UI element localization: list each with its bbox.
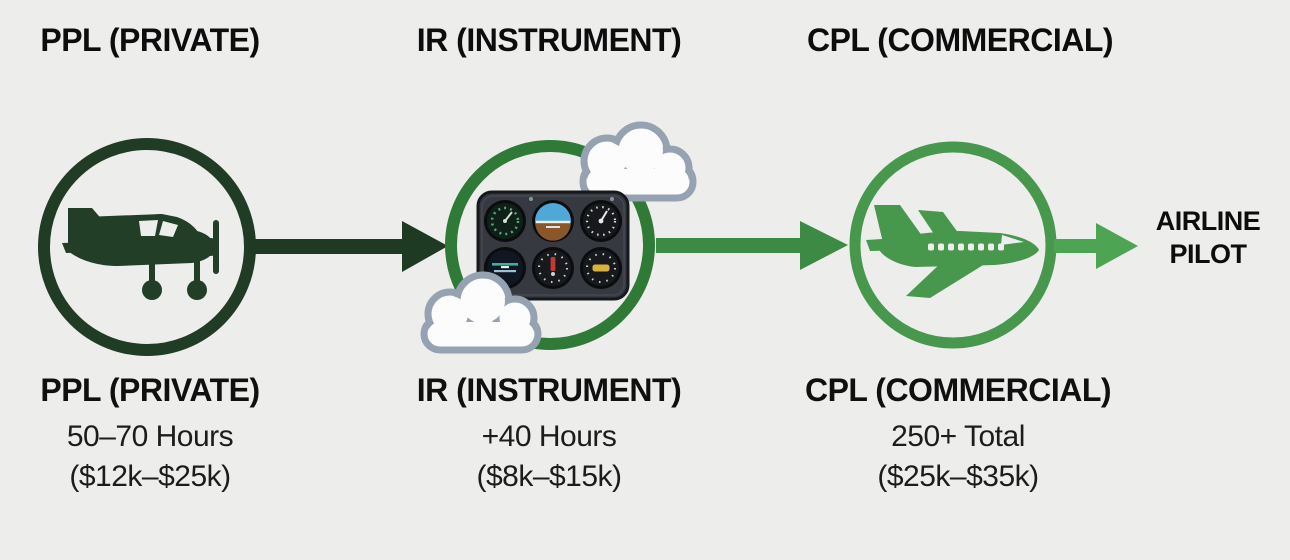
- airspeed-gauge-icon: [484, 200, 526, 242]
- ppl-stage-circle: [38, 138, 256, 356]
- ir-details: IR (INSTRUMENT) +40 Hours ($8k–$15k): [397, 372, 701, 494]
- airline-pilot-label: AIRLINE PILOT: [1136, 205, 1280, 271]
- jet-airplane-icon: [866, 205, 1039, 298]
- ir-hours: +40 Hours: [481, 420, 617, 453]
- turn-gauge-icon: [532, 247, 574, 289]
- ppl-details: PPL (PRIVATE) 50–70 Hours ($12k–$25k): [0, 372, 300, 494]
- cpl-hours: 250+ Total: [891, 420, 1025, 453]
- cpl-cost: ($25k–$35k): [877, 460, 1039, 493]
- cloud-bottom-icon: [420, 271, 542, 354]
- cpl-ring: [849, 141, 1057, 349]
- ir-top-label: IR (INSTRUMENT): [416, 22, 682, 58]
- cpl-details: CPL (COMMERCIAL) 250+ Total ($25k–$35k): [791, 372, 1125, 494]
- ir-ring: [445, 140, 655, 350]
- airline-pilot-line2: PILOT: [1169, 239, 1248, 269]
- cpl-top-label: CPL (COMMERCIAL): [806, 22, 1114, 58]
- attitude-gauge-icon: [532, 200, 574, 242]
- altimeter-gauge-icon: [580, 200, 622, 242]
- ppl-top-label: PPL (PRIVATE): [40, 22, 260, 58]
- arrow-cpl-to-airline: [1054, 223, 1138, 269]
- ppl-cost: ($12k–$25k): [69, 460, 231, 493]
- cpl-name: CPL (COMMERCIAL): [804, 372, 1112, 408]
- vsi-gauge-icon: [580, 247, 622, 289]
- airline-pilot-line1: AIRLINE: [1155, 206, 1261, 236]
- ppl-name: PPL (PRIVATE): [40, 372, 260, 408]
- flight-instrument-panel-icon: [476, 190, 630, 301]
- ir-name: IR (INSTRUMENT): [416, 372, 682, 408]
- arrow-ppl-to-ir: [248, 221, 448, 272]
- cloud-top-icon: [579, 121, 697, 202]
- ir-cost: ($8k–$15k): [476, 460, 622, 493]
- cpl-stage-circle: [849, 141, 1057, 349]
- arrow-ir-to-cpl: [656, 221, 848, 270]
- small-propeller-plane-icon: [62, 208, 219, 300]
- ppl-hours: 50–70 Hours: [66, 420, 234, 453]
